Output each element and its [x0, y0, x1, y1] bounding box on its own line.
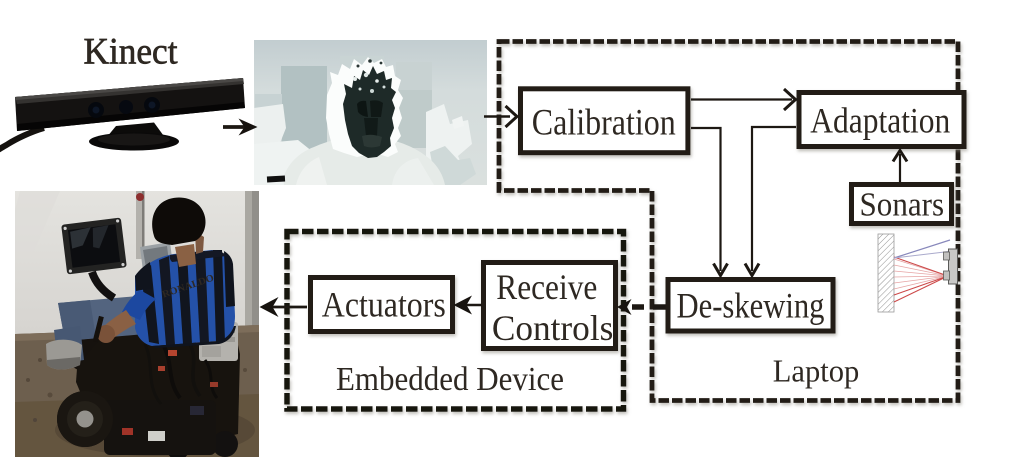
svg-text:Actuators: Actuators [322, 285, 446, 325]
svg-text:Controls: Controls [492, 308, 614, 348]
svg-text:Laptop: Laptop [773, 353, 860, 389]
svg-text:De-skewing: De-skewing [677, 286, 825, 326]
svg-text:Embedded Device: Embedded Device [336, 361, 564, 398]
svg-text:Sonars: Sonars [860, 187, 945, 224]
svg-text:Kinect: Kinect [84, 32, 179, 73]
svg-text:Calibration: Calibration [532, 103, 676, 144]
svg-text:Receive: Receive [496, 267, 597, 307]
svg-text:Adaptation: Adaptation [810, 101, 950, 141]
